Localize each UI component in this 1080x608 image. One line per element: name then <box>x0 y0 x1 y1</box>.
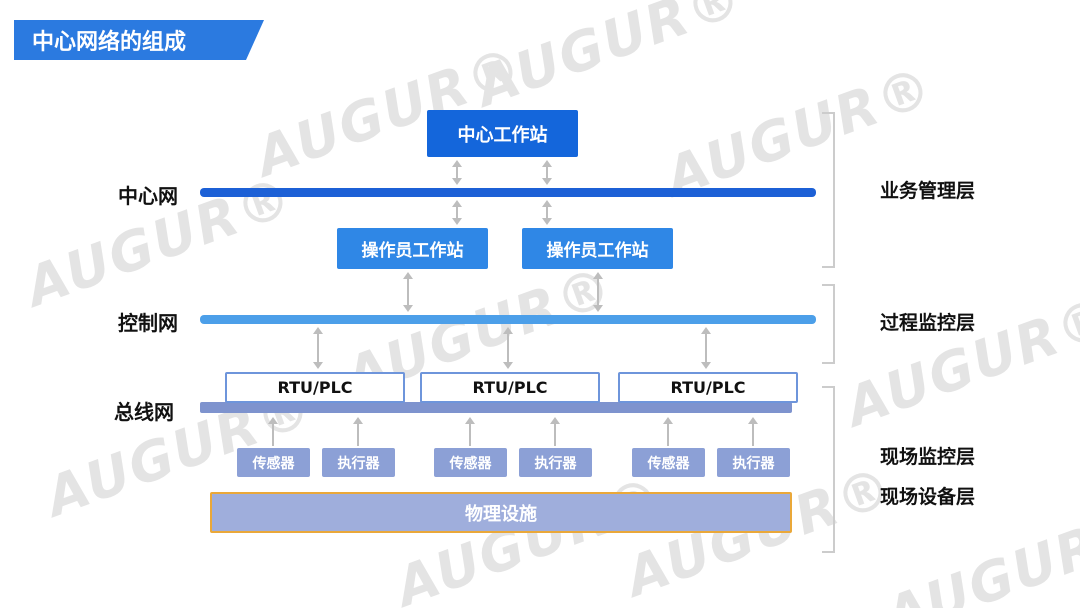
actuator-node: 执行器 <box>519 448 592 477</box>
rtu-plc-node: RTU/PLC <box>618 372 798 403</box>
arrow-updown <box>313 327 323 369</box>
layer-label-business: 业务管理层 <box>880 180 976 202</box>
watermark: AUGUR® <box>877 494 1080 608</box>
physical-facility-node: 物理设施 <box>210 492 792 533</box>
arrow-updown <box>403 272 413 312</box>
arrow-updown <box>701 327 711 369</box>
watermark: AUGUR® <box>467 0 752 119</box>
central-network-label: 中心网 <box>118 184 178 208</box>
page-title: 中心网络的组成 <box>32 30 187 55</box>
actuator-node: 执行器 <box>717 448 790 477</box>
arrow-updown <box>452 160 462 185</box>
sensor-node: 传感器 <box>237 448 310 477</box>
watermark: AUGUR® <box>387 464 672 608</box>
arrow-updown <box>452 200 462 225</box>
actuator-node: 执行器 <box>322 448 395 477</box>
layer-label-field-monitoring: 现场监控层 <box>880 446 976 468</box>
layer-label-process: 过程监控层 <box>880 312 976 334</box>
sensor-node: 传感器 <box>434 448 507 477</box>
operator-workstation-node: 操作员工作站 <box>522 228 673 269</box>
rtu-plc-node: RTU/PLC <box>420 372 600 403</box>
operator-workstation-node: 操作员工作站 <box>337 228 488 269</box>
layer-label-field-device: 现场设备层 <box>880 486 976 508</box>
title-banner: 中心网络的组成 <box>14 20 264 60</box>
arrow-up <box>465 417 475 446</box>
arrow-updown <box>542 200 552 225</box>
control-network-label: 控制网 <box>118 311 178 335</box>
arrow-up <box>268 417 278 446</box>
arrow-updown <box>542 160 552 185</box>
control-network-bar <box>200 315 816 324</box>
sensor-node: 传感器 <box>632 448 705 477</box>
arrow-up <box>353 417 363 446</box>
arrow-updown <box>593 272 603 312</box>
bracket-process-layer <box>822 284 835 364</box>
rtu-plc-node: RTU/PLC <box>225 372 405 403</box>
arrow-up <box>550 417 560 446</box>
arrow-up <box>663 417 673 446</box>
arrow-up <box>748 417 758 446</box>
central-workstation-node: 中心工作站 <box>427 110 578 157</box>
bus-network-bar <box>200 402 792 413</box>
bracket-business-layer <box>822 112 835 268</box>
central-network-bar <box>200 188 816 197</box>
bracket-field-layers <box>822 386 835 553</box>
bus-network-label: 总线网 <box>114 400 174 424</box>
arrow-updown <box>503 327 513 369</box>
